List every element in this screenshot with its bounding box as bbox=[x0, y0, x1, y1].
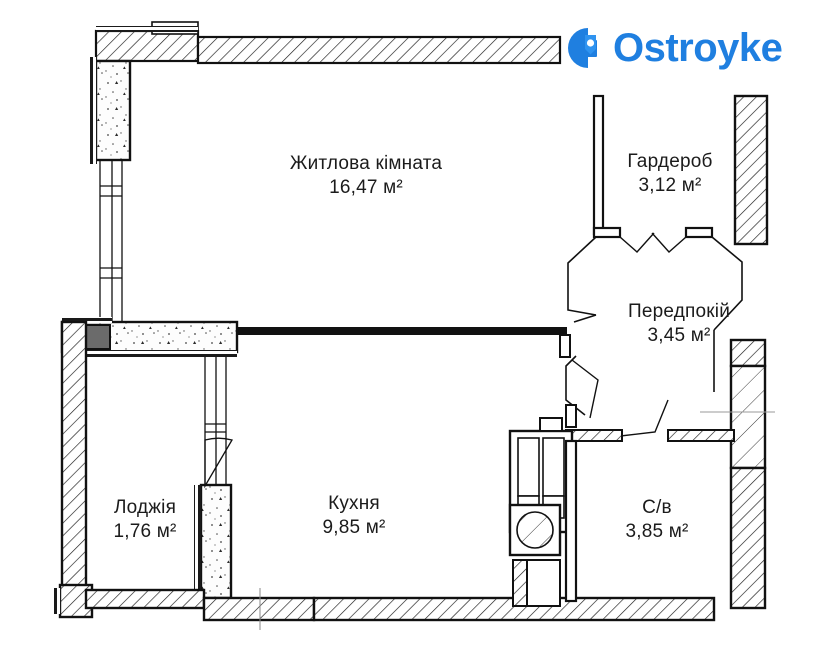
wall-loggia-pier bbox=[194, 483, 233, 600]
wall-left-upper-pier bbox=[90, 57, 132, 164]
service-shaft bbox=[508, 417, 574, 607]
brand-name: Ostroyke bbox=[613, 26, 783, 70]
door-swings-hallway bbox=[571, 232, 687, 438]
wall-middle-horizontal bbox=[60, 317, 571, 358]
wall-bottom bbox=[84, 588, 716, 630]
window-loggia bbox=[204, 357, 227, 485]
wall-left-lower bbox=[54, 320, 94, 619]
door-swing-wardrobe-right bbox=[651, 232, 687, 253]
wall-hallway-outline bbox=[565, 236, 743, 416]
door-swing-loggia bbox=[204, 437, 233, 489]
door-swing-kitchen bbox=[571, 359, 599, 419]
wall-wardrobe-partition bbox=[592, 94, 714, 239]
window-left bbox=[99, 160, 123, 330]
wall-bathroom-left bbox=[564, 439, 578, 603]
door-swing-bathroom bbox=[611, 399, 669, 438]
location-pin-circle-icon bbox=[568, 28, 597, 68]
brand-logo: Ostroyke bbox=[566, 26, 783, 70]
wall-right bbox=[700, 94, 775, 610]
door-swing-wardrobe-left bbox=[619, 232, 655, 253]
